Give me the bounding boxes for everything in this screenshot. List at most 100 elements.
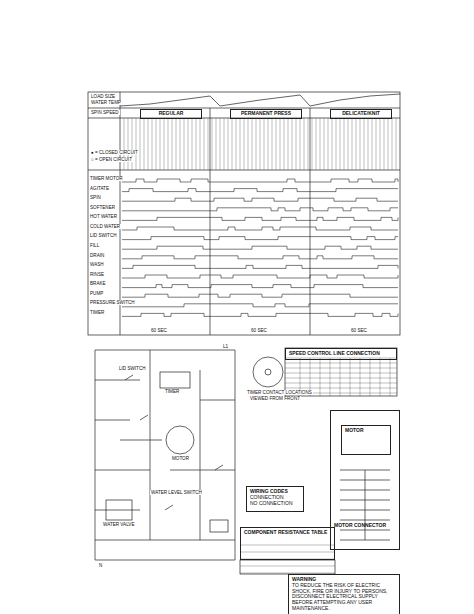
grid-line <box>232 118 233 170</box>
label-text: TIMER <box>164 389 180 394</box>
grid-line <box>300 118 301 170</box>
label-text: ○ = OPEN CIRCUIT <box>90 157 133 162</box>
grid-line <box>228 118 229 170</box>
grid-line <box>340 118 341 170</box>
grid-line <box>192 118 193 170</box>
grid-line <box>200 118 201 170</box>
timer-box <box>160 372 190 388</box>
label-text: PRESSURE SWITCH <box>89 300 136 305</box>
label-text: LOAD SIZE <box>90 94 116 99</box>
grid-line <box>332 118 333 170</box>
grid-line <box>356 118 357 170</box>
grid-line <box>144 118 145 170</box>
timer-dial-hub <box>265 369 271 375</box>
grid-line <box>256 118 257 170</box>
grid-line <box>136 118 137 170</box>
grid-line <box>296 118 297 170</box>
grid-line <box>268 118 269 170</box>
grid-line <box>184 118 185 170</box>
label-text: PUMP <box>89 291 104 296</box>
label-text: WATER TEMP <box>90 100 122 105</box>
table-line <box>285 388 397 389</box>
table-line <box>330 358 331 396</box>
table-line <box>240 552 335 553</box>
grid-line <box>352 118 353 170</box>
node-text: MOTOR CONNECTOR <box>334 523 396 529</box>
table-title: COMPONENT RESISTANCE TABLE <box>240 527 335 560</box>
label-text: 60 SEC <box>350 328 368 333</box>
grid-line <box>236 118 237 170</box>
grid-line <box>310 108 311 335</box>
timing-trace <box>122 217 398 220</box>
label-text: TIMER MOTOR <box>89 176 124 181</box>
label-text: DRAIN <box>89 253 105 258</box>
timer-dial <box>253 357 283 387</box>
table-title: SPEED CONTROL LINE CONNECTION <box>285 348 397 360</box>
table-line <box>285 378 397 379</box>
table-line <box>285 358 397 359</box>
grid-line <box>260 118 261 170</box>
grid-line <box>248 118 249 170</box>
label-text: SPIN <box>89 195 102 200</box>
grid-line <box>148 118 149 170</box>
node-text: REGULAR <box>143 111 199 117</box>
timer-profile <box>120 94 400 106</box>
table-line <box>285 368 397 369</box>
grid-line <box>152 118 153 170</box>
grid-line <box>396 118 397 170</box>
grid-line <box>240 118 241 170</box>
table-line <box>370 358 371 396</box>
node-text: NO CONNECTION <box>250 501 300 507</box>
table-line <box>390 358 391 396</box>
grid-line <box>224 118 225 170</box>
valve-box <box>106 500 132 520</box>
timing-trace <box>122 294 398 297</box>
grid-line <box>348 118 349 170</box>
timing-trace <box>122 179 398 182</box>
grid-line <box>364 118 365 170</box>
grid-line <box>160 118 161 170</box>
cycle-header: REGULAR <box>140 109 202 119</box>
table-frame <box>240 560 335 574</box>
grid-line <box>280 118 281 170</box>
grid-line <box>172 118 173 170</box>
grid-line <box>212 118 213 170</box>
chart-frame <box>88 92 400 335</box>
grid-line <box>328 118 329 170</box>
grid-line <box>292 118 293 170</box>
timing-trace <box>122 198 398 201</box>
grid-line <box>336 118 337 170</box>
table-line <box>285 373 397 374</box>
label-text: AGITATE <box>89 186 110 191</box>
node-text: MOTOR <box>345 428 387 434</box>
table-line <box>320 358 321 396</box>
wire <box>95 350 235 540</box>
node-text: COMPONENT RESISTANCE TABLE <box>244 530 331 536</box>
grid-line <box>204 118 205 170</box>
grid-line <box>308 118 309 170</box>
grid-line <box>210 108 211 335</box>
grid-line <box>132 118 133 170</box>
grid-line <box>288 118 289 170</box>
grid-line <box>264 118 265 170</box>
grid-line <box>320 118 321 170</box>
connector-grid <box>340 470 390 540</box>
timing-trace <box>122 285 398 288</box>
timing-trace <box>122 256 398 259</box>
switch-symbol <box>125 375 223 510</box>
grid-line <box>304 118 305 170</box>
label-text: SPIN SPEED <box>90 110 120 115</box>
table-line <box>240 566 335 567</box>
timing-trace <box>122 304 398 307</box>
grid-line <box>372 118 373 170</box>
grid-line <box>380 118 381 170</box>
grid-line <box>344 118 345 170</box>
grid-line <box>208 118 209 170</box>
timing-trace <box>122 265 398 268</box>
timing-trace <box>122 208 398 211</box>
motor-box: MOTOR <box>341 425 391 455</box>
label-text: FILL <box>89 243 100 248</box>
grid-line <box>168 118 169 170</box>
grid-line <box>156 118 157 170</box>
